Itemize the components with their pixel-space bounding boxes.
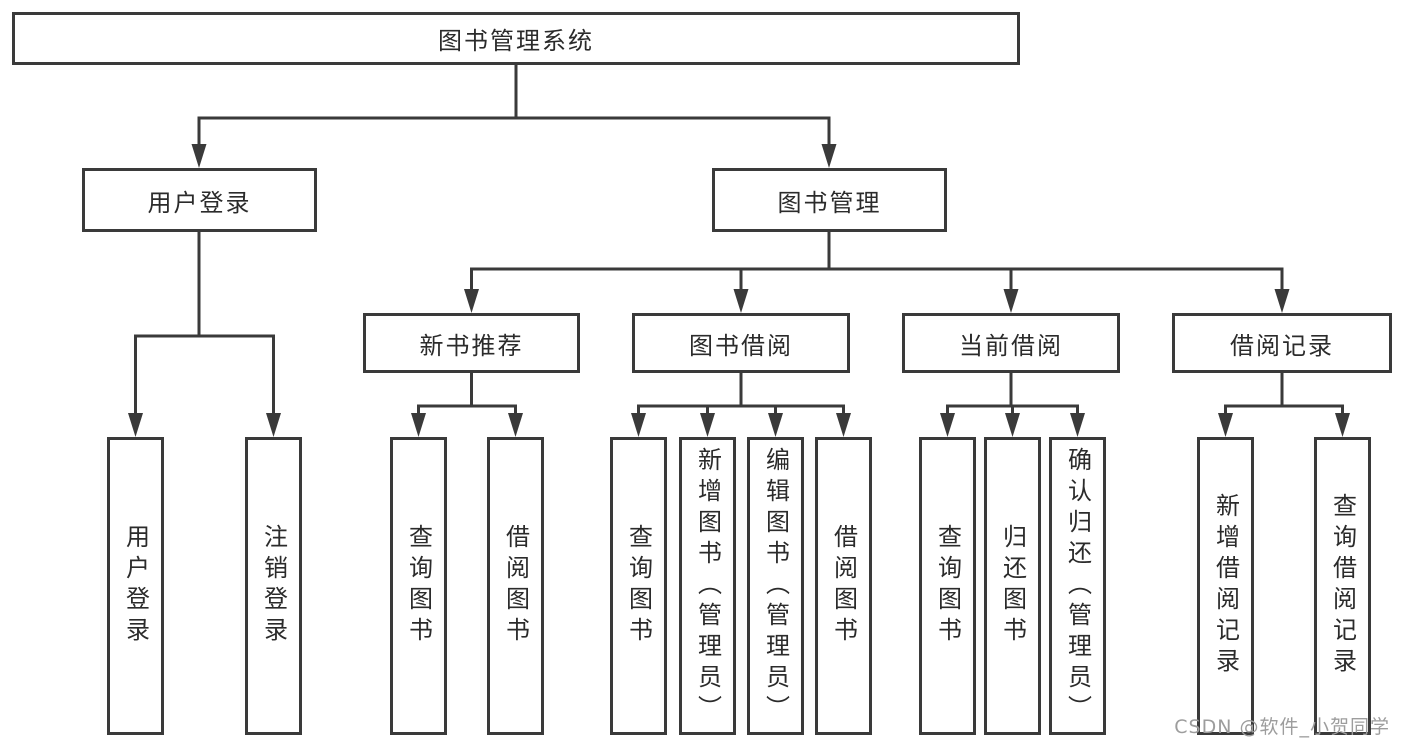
leaf-query-borrow-record: 查询借阅记录 [1314, 437, 1371, 735]
leaf-borrow-books-recommend: 借阅图书 [487, 437, 544, 735]
leaf-borrow-books: 借阅图书 [815, 437, 872, 735]
leaf-confirm-return-admin: 确认归还（管理员） [1049, 437, 1106, 735]
node-borrow-records: 借阅记录 [1172, 313, 1392, 373]
node-book-borrow-label: 图书借阅 [689, 331, 793, 360]
connector-current-borrow-branch [940, 371, 1085, 437]
node-user-login-label: 用户登录 [147, 188, 252, 217]
leaf-query-borrow-record-label: 查询借阅记录 [1328, 493, 1357, 679]
node-user-login: 用户登录 [82, 168, 317, 232]
node-book-management-label: 图书管理 [777, 188, 882, 217]
leaf-user-login-label: 用户登录 [121, 524, 150, 648]
leaf-logout-login-label: 注销登录 [259, 524, 288, 648]
csdn-watermark: CSDN @软件_小贺同学 [1174, 716, 1390, 738]
node-borrow-records-label: 借阅记录 [1230, 331, 1334, 360]
connector-book-borrow-branch [631, 371, 851, 437]
node-root-label: 图书管理系统 [438, 27, 594, 55]
connector-borrow-records-branch [1218, 371, 1350, 437]
node-new-book-recommend: 新书推荐 [363, 313, 580, 373]
connector-user-login-branch [128, 230, 281, 437]
leaf-confirm-return-admin-label: 确认归还（管理员） [1063, 446, 1092, 726]
node-root-system: 图书管理系统 [12, 12, 1020, 65]
leaf-query-books-recommend-label: 查询图书 [404, 524, 433, 648]
leaf-return-books: 归还图书 [984, 437, 1041, 735]
leaf-add-borrow-record: 新增借阅记录 [1197, 437, 1254, 735]
leaf-query-books-borrow: 查询图书 [610, 437, 667, 735]
node-book-management: 图书管理 [712, 168, 947, 232]
leaf-borrow-books-recommend-label: 借阅图书 [501, 524, 530, 648]
node-book-borrow: 图书借阅 [632, 313, 850, 373]
node-current-borrow-label: 当前借阅 [959, 331, 1063, 360]
leaf-query-books-recommend: 查询图书 [390, 437, 447, 735]
connector-new-book-recommend-branch [411, 371, 523, 437]
leaf-edit-book-admin: 编辑图书（管理员） [747, 437, 804, 735]
leaf-query-books-current: 查询图书 [919, 437, 976, 735]
node-current-borrow: 当前借阅 [902, 313, 1120, 373]
leaf-edit-book-admin-label: 编辑图书（管理员） [761, 446, 790, 726]
leaf-query-books-current-label: 查询图书 [933, 524, 962, 648]
leaf-return-books-label: 归还图书 [998, 524, 1027, 648]
connector-book-management-branch [464, 230, 1290, 313]
leaf-user-login: 用户登录 [107, 437, 164, 735]
leaf-add-book-admin: 新增图书（管理员） [679, 437, 736, 735]
node-new-book-recommend-label: 新书推荐 [419, 331, 524, 360]
leaf-borrow-books-label: 借阅图书 [829, 524, 858, 648]
leaf-logout-login: 注销登录 [245, 437, 302, 735]
leaf-query-books-borrow-label: 查询图书 [624, 524, 653, 648]
connector-root-to-level2 [191, 63, 837, 168]
leaf-add-book-admin-label: 新增图书（管理员） [693, 446, 722, 726]
leaf-add-borrow-record-label: 新增借阅记录 [1211, 493, 1240, 679]
